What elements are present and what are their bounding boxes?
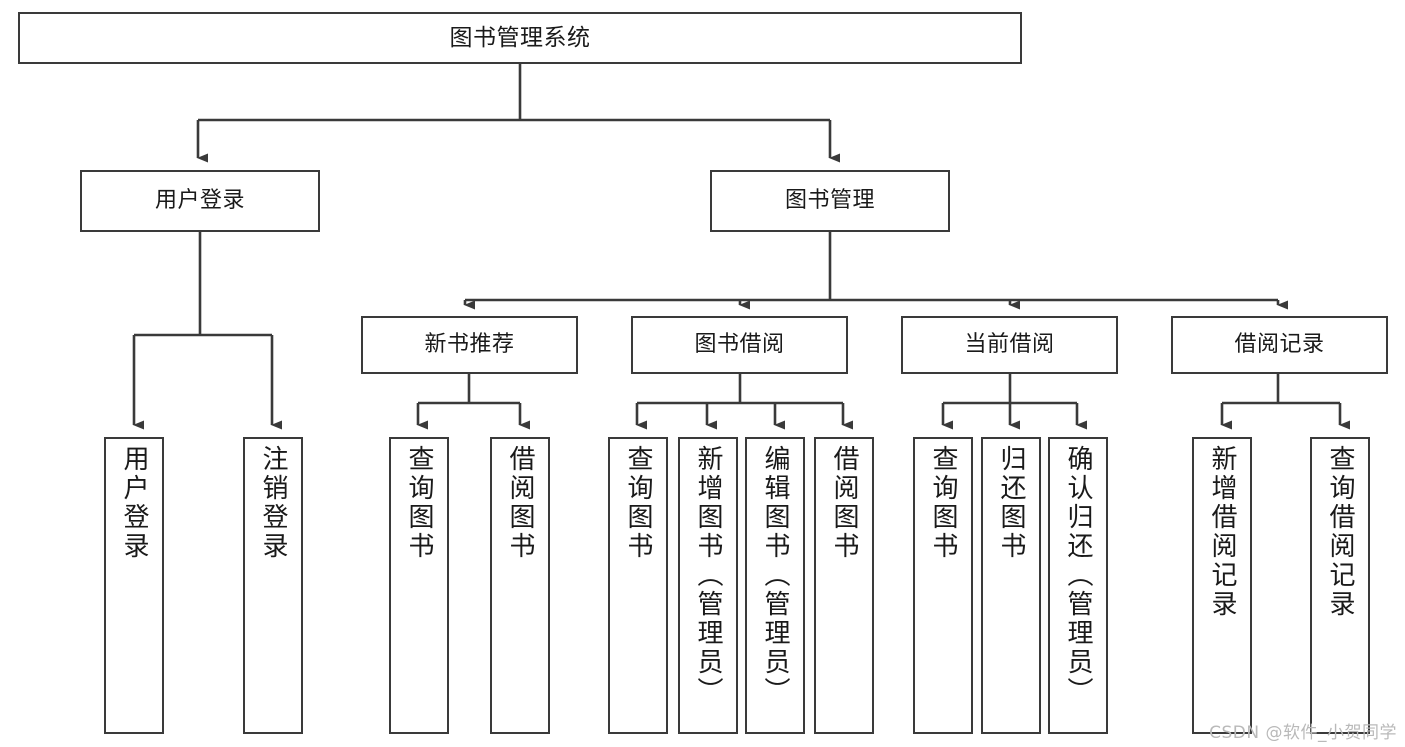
node-label: 图书管理系统 [449,24,591,51]
leaf-bookborrow-add-book-admin[interactable]: 新增图书（管理员） [678,437,738,734]
leaf-bookborrow-borrow-book[interactable]: 借阅图书 [814,437,874,734]
leaf-borrowrecord-query-record[interactable]: 查询借阅记录 [1310,437,1370,734]
node-label: 用户登录 [154,188,245,214]
leaf-bookborrow-query-book[interactable]: 查询图书 [608,437,668,734]
node-label: 确认归还（管理员） [1063,445,1093,706]
node-label: 用户登录 [119,445,149,561]
node-label: 新增图书（管理员） [693,445,723,706]
node-label: 图书管理 [784,188,875,214]
node-root-system[interactable]: 图书管理系统 [18,12,1022,64]
leaf-currentborrow-return-book[interactable]: 归还图书 [981,437,1041,734]
node-label: 新书推荐 [424,332,515,358]
leaf-currentborrow-query-book[interactable]: 查询图书 [913,437,973,734]
node-label: 查询图书 [404,445,434,561]
node-label: 借阅记录 [1234,332,1325,358]
leaf-borrowrecord-add-record[interactable]: 新增借阅记录 [1192,437,1252,734]
node-new-book-recommend[interactable]: 新书推荐 [361,316,578,374]
node-label: 查询借阅记录 [1325,445,1355,619]
node-user-login[interactable]: 用户登录 [80,170,320,232]
leaf-logout[interactable]: 注销登录 [243,437,303,734]
node-label: 查询图书 [928,445,958,561]
leaf-currentborrow-confirm-return-admin[interactable]: 确认归还（管理员） [1048,437,1108,734]
node-label: 查询图书 [623,445,653,561]
node-book-borrow[interactable]: 图书借阅 [631,316,848,374]
node-current-borrow[interactable]: 当前借阅 [901,316,1118,374]
node-label: 归还图书 [996,445,1026,561]
leaf-newbook-borrow-book[interactable]: 借阅图书 [490,437,550,734]
leaf-bookborrow-edit-book-admin[interactable]: 编辑图书（管理员） [745,437,805,734]
node-label: 借阅图书 [829,445,859,561]
watermark: CSDN @软件_小贺同学 [1209,723,1397,743]
node-label: 借阅图书 [505,445,535,561]
node-label: 当前借阅 [964,332,1055,358]
node-label: 注销登录 [258,445,288,561]
leaf-user-login[interactable]: 用户登录 [104,437,164,734]
node-book-management[interactable]: 图书管理 [710,170,950,232]
node-label: 编辑图书（管理员） [760,445,790,706]
node-label: 图书借阅 [694,332,785,358]
node-borrow-record[interactable]: 借阅记录 [1171,316,1388,374]
leaf-newbook-query-book[interactable]: 查询图书 [389,437,449,734]
node-label: 新增借阅记录 [1207,445,1237,619]
